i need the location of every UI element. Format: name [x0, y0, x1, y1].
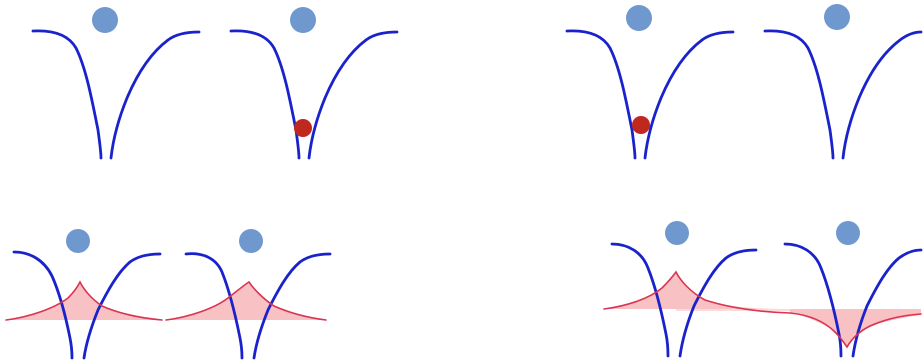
blue-dot [239, 229, 263, 253]
well-right-half [678, 248, 758, 358]
density-curve [165, 280, 327, 321]
density-fill [166, 282, 326, 320]
well-right-half [82, 252, 162, 360]
red-dot [632, 116, 650, 134]
blue-dot [824, 4, 850, 30]
well-left-half [31, 29, 103, 160]
density-fill [676, 309, 921, 311]
density-fill [790, 309, 921, 347]
well-left-half [565, 29, 637, 160]
panel-bottom-left [5, 229, 332, 360]
panel-bottom-right [603, 221, 923, 358]
well-right-half [643, 30, 735, 160]
well-left-half [229, 29, 301, 160]
well-right-half [851, 248, 923, 358]
blue-dot [290, 7, 316, 33]
density-curve [603, 270, 922, 349]
well-left-half [610, 242, 670, 358]
blue-dot [626, 5, 652, 31]
well-left-half [184, 252, 244, 360]
well-right-half [252, 252, 332, 360]
well-right-half [109, 30, 201, 160]
density-curve [5, 280, 163, 321]
blue-dot [66, 229, 90, 253]
blue-dot [836, 221, 860, 245]
blue-dot [92, 7, 118, 33]
well-left-half [12, 250, 74, 360]
red-dot [294, 119, 312, 137]
panel-top-right [565, 4, 923, 160]
panel-top-left [31, 7, 399, 160]
well-right-half [307, 30, 399, 160]
blue-dot [665, 221, 689, 245]
density-fill [604, 272, 790, 309]
well-left-half [783, 242, 843, 358]
well-right-half [841, 30, 923, 160]
well-left-half [763, 29, 835, 160]
